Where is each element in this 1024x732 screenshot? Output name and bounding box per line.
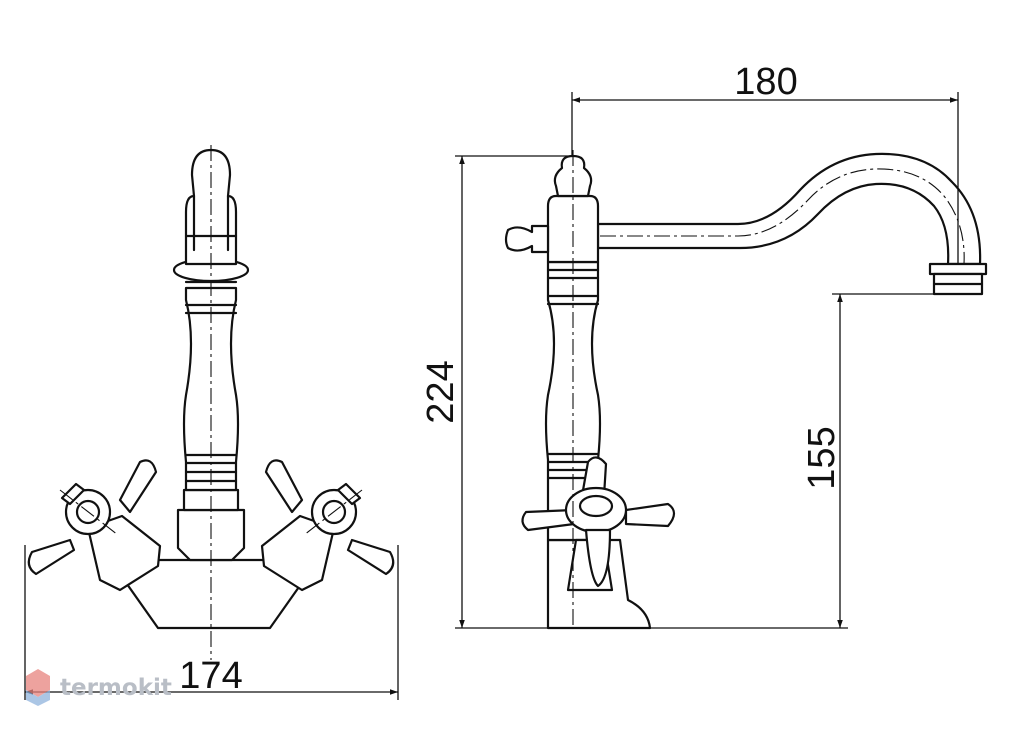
- dim-label-224: 224: [420, 360, 462, 423]
- side-view: [504, 150, 988, 630]
- front-base-body: [108, 558, 320, 630]
- side-spout-tube: [596, 152, 982, 266]
- dimension-front-width: 174: [24, 545, 399, 700]
- side-lever-knob: [504, 224, 550, 254]
- side-aerator-ring: [928, 262, 988, 276]
- dim-label-180: 180: [734, 61, 797, 103]
- watermark-text: termokit: [60, 675, 172, 701]
- watermark: termokit: [26, 669, 172, 706]
- side-upper-body: [546, 194, 600, 264]
- dimension-side-height: 224: [420, 155, 572, 628]
- front-left-handle: [27, 459, 162, 592]
- watermark-logo-icon: [26, 669, 50, 706]
- front-view: [27, 145, 395, 660]
- dim-label-155: 155: [801, 426, 843, 489]
- side-handle: [521, 456, 676, 592]
- front-right-handle: [260, 459, 395, 592]
- dim-label-174: 174: [179, 655, 242, 697]
- dimension-spout-height: 155: [801, 293, 934, 628]
- dimension-side-reach: 180: [571, 61, 959, 264]
